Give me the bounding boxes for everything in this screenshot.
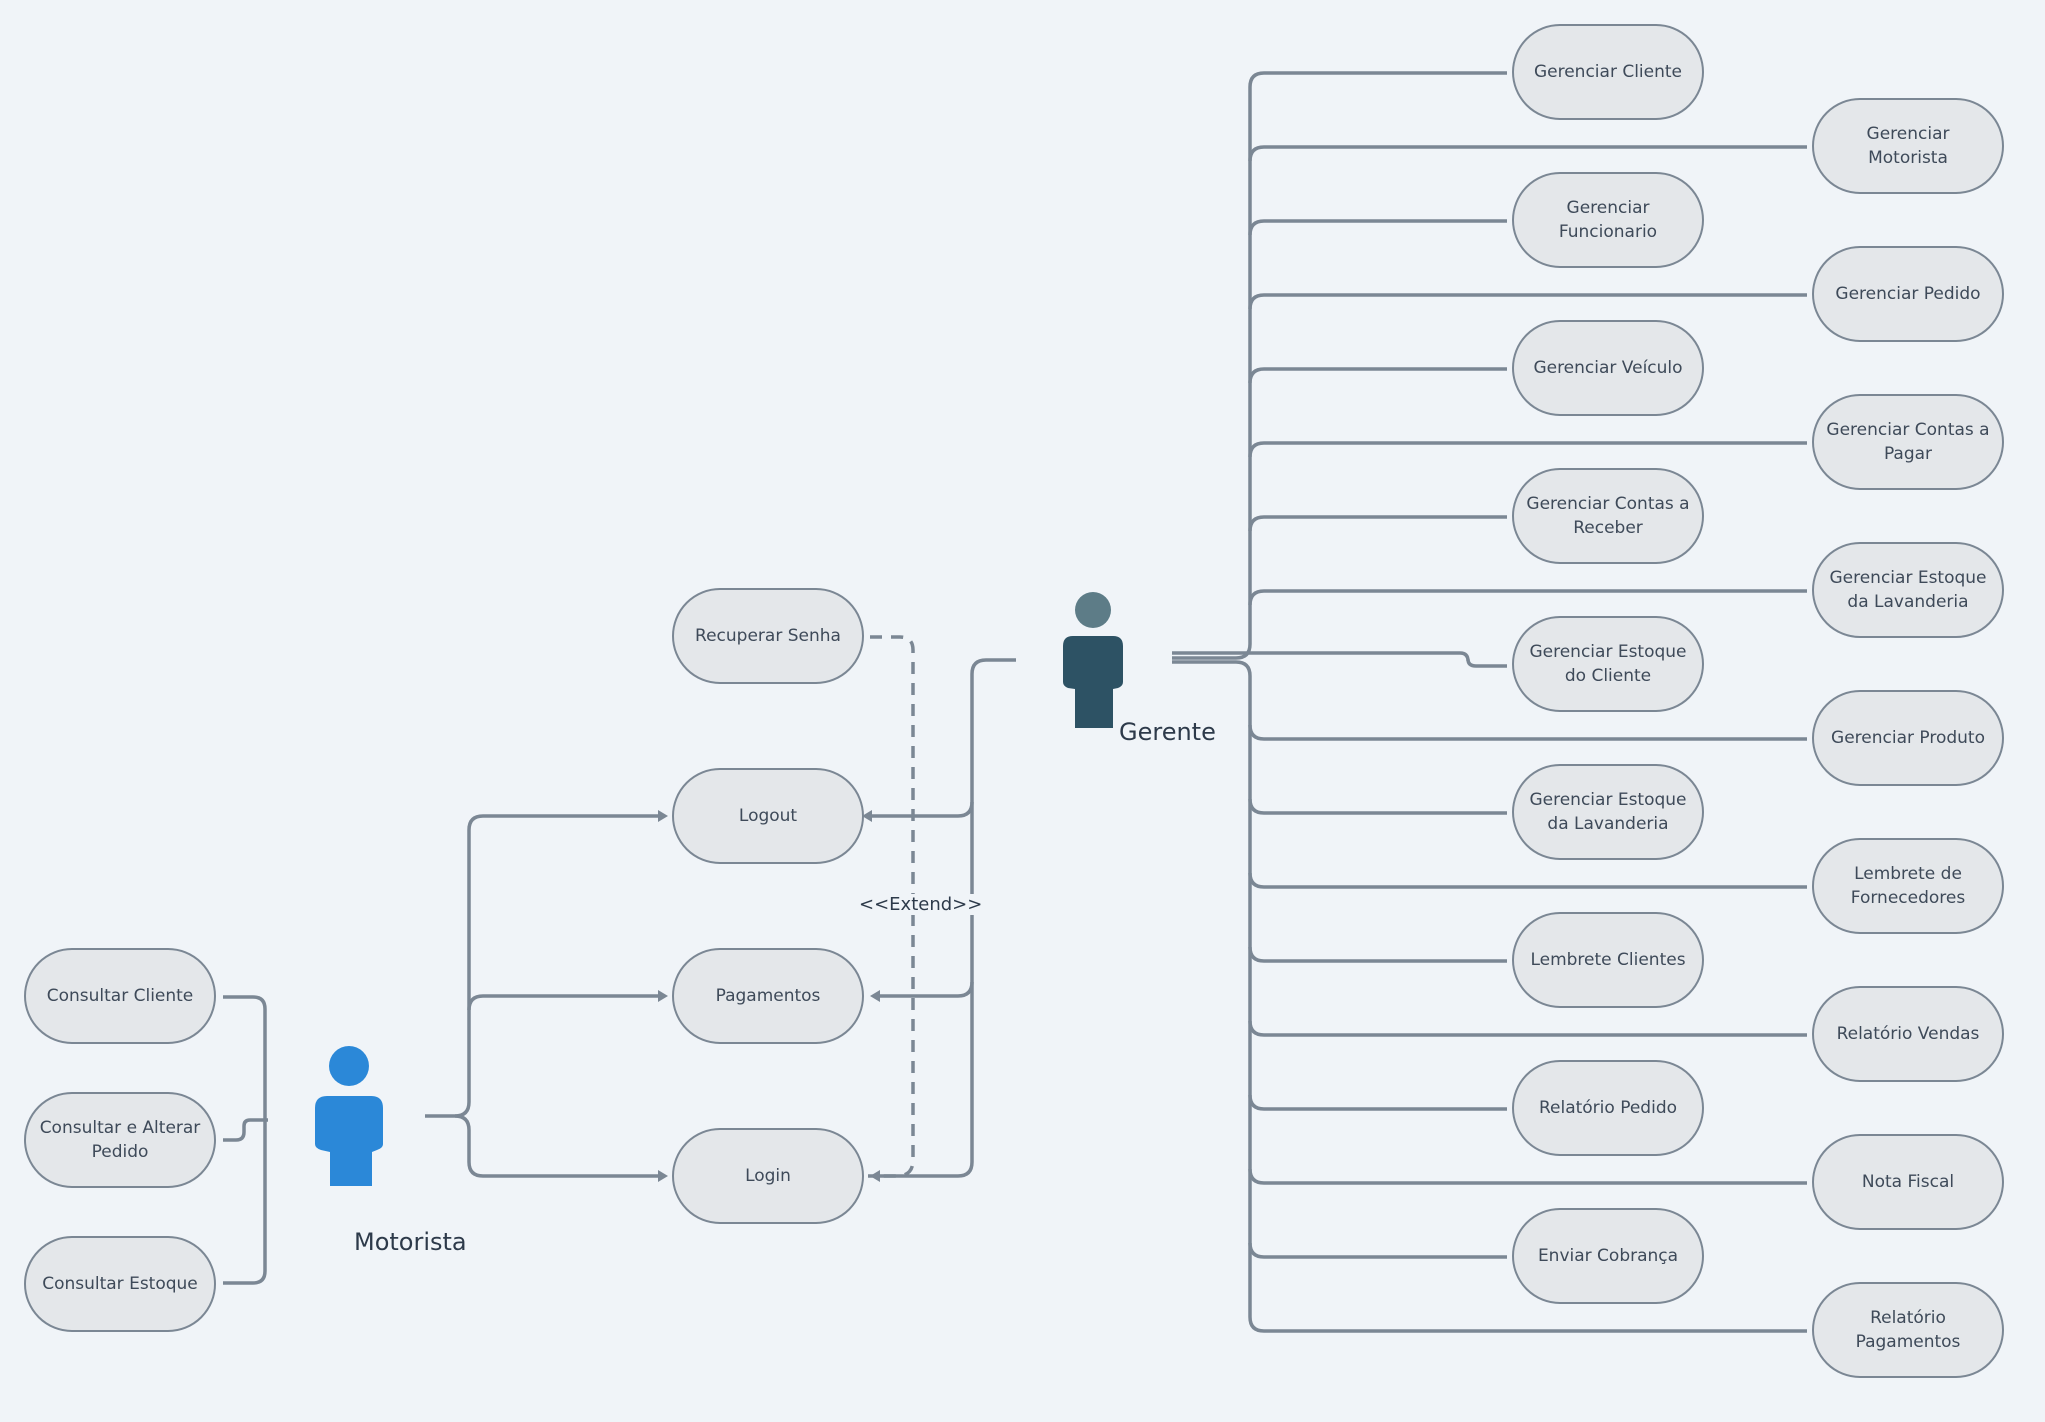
connector-consultar-alterar-pedido <box>223 1118 268 1142</box>
gerente-body <box>1063 636 1123 728</box>
use-case-gerenciar-pedido[interactable]: Gerenciar Pedido <box>1812 246 2004 342</box>
connector-motorista-login <box>454 1114 664 1178</box>
use-case-gerenciar-estoque-lavanderia-1[interactable]: Gerenciar Estoque da Lavanderia <box>1812 542 2004 638</box>
use-case-recuperar-senha[interactable]: Recuperar Senha <box>672 588 864 684</box>
connector-gerente-bus-lower <box>1172 660 1807 1333</box>
use-case-enviar-cobranca[interactable]: Enviar Cobrança <box>1512 1208 1704 1304</box>
use-case-consultar-estoque[interactable]: Consultar Estoque <box>24 1236 216 1332</box>
gerente-actor-icon[interactable] <box>1061 590 1125 730</box>
use-case-gerenciar-produto[interactable]: Gerenciar Produto <box>1812 690 2004 786</box>
connector-consultar-cliente <box>223 995 267 1285</box>
use-case-relatorio-pagamentos[interactable]: Relatório Pagamentos <box>1812 1282 2004 1378</box>
motorista-actor-icon[interactable] <box>313 1044 385 1188</box>
connector-gerente-hub <box>868 658 1016 1178</box>
gerente-head <box>1075 592 1111 628</box>
use-case-relatorio-pedido[interactable]: Relatório Pedido <box>1512 1060 1704 1156</box>
connector-gerente-logout <box>868 801 974 818</box>
use-case-consultar-cliente[interactable]: Consultar Cliente <box>24 948 216 1044</box>
use-case-gerenciar-contas-pagar[interactable]: Gerenciar Contas a Pagar <box>1812 394 2004 490</box>
extend-label: <<Extend>> <box>857 894 985 915</box>
motorista-head <box>329 1046 369 1086</box>
connector-gerente-bus <box>1172 71 1507 660</box>
arrowheads <box>658 810 880 1182</box>
use-case-gerenciar-funcionario[interactable]: Gerenciar Funcionario <box>1512 172 1704 268</box>
use-case-lembrete-clientes[interactable]: Lembrete Clientes <box>1512 912 1704 1008</box>
use-case-login[interactable]: Login <box>672 1128 864 1224</box>
motorista-body <box>315 1096 383 1186</box>
connector-gerente-estoque-cliente <box>1172 651 1507 668</box>
use-case-gerenciar-estoque-lavanderia-2[interactable]: Gerenciar Estoque da Lavanderia <box>1512 764 1704 860</box>
use-case-gerenciar-estoque-cliente[interactable]: Gerenciar Estoque do Cliente <box>1512 616 1704 712</box>
connector-gerente-pagamentos <box>876 981 974 998</box>
use-case-lembrete-fornecedores[interactable]: Lembrete de Fornecedores <box>1812 838 2004 934</box>
motorista-label: Motorista <box>354 1228 467 1256</box>
use-case-gerenciar-motorista[interactable]: Gerenciar Motorista <box>1812 98 2004 194</box>
gerente-label: Gerente <box>1119 718 1216 746</box>
connector-motorista-pagamentos <box>467 994 664 1011</box>
use-case-gerenciar-veiculo[interactable]: Gerenciar Veículo <box>1512 320 1704 416</box>
use-case-pagamentos[interactable]: Pagamentos <box>672 948 864 1044</box>
use-case-gerenciar-contas-receber[interactable]: Gerenciar Contas a Receber <box>1512 468 1704 564</box>
use-case-gerenciar-cliente[interactable]: Gerenciar Cliente <box>1512 24 1704 120</box>
use-case-nota-fiscal[interactable]: Nota Fiscal <box>1812 1134 2004 1230</box>
use-case-logout[interactable]: Logout <box>672 768 864 864</box>
use-case-relatorio-vendas[interactable]: Relatório Vendas <box>1812 986 2004 1082</box>
connector-motorista-hub <box>425 814 664 1118</box>
use-case-consultar-alterar-pedido[interactable]: Consultar e Alterar Pedido <box>24 1092 216 1188</box>
